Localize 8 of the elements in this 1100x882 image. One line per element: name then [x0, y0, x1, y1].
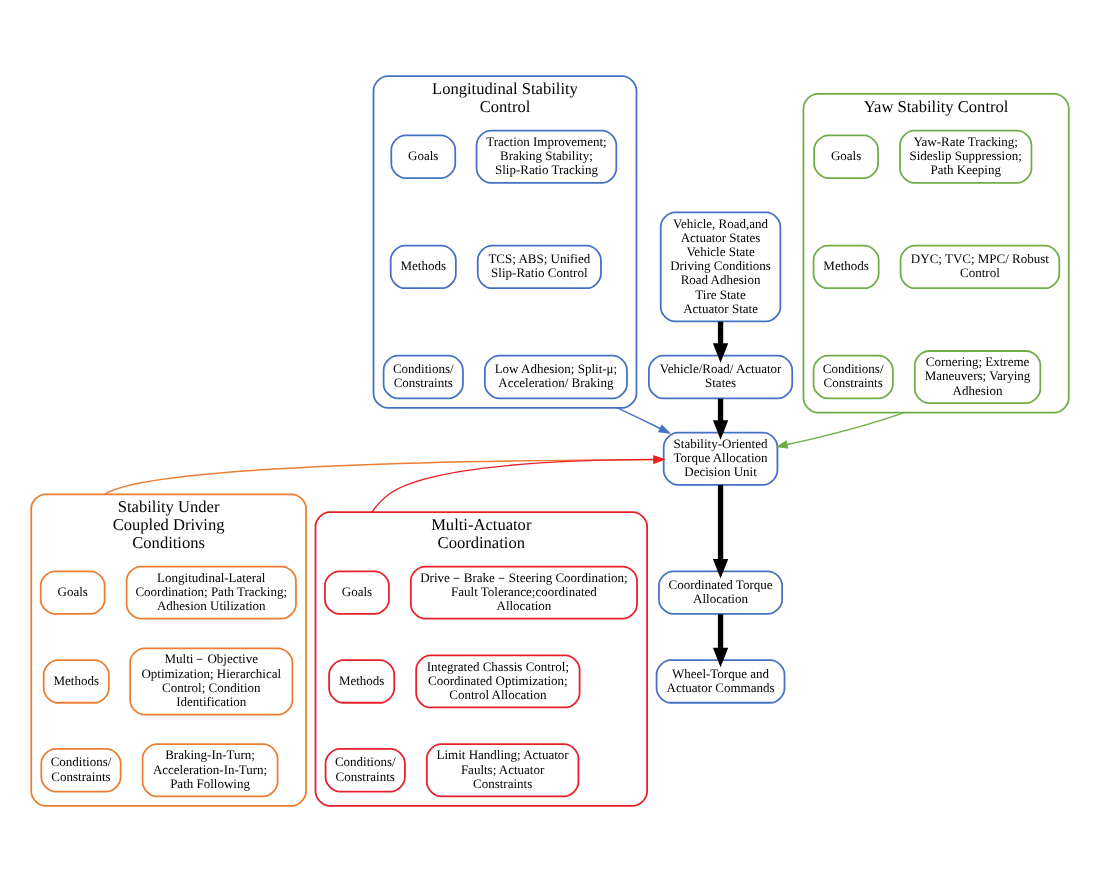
arrow [712, 321, 729, 363]
arrow [712, 485, 729, 579]
arrow [103, 455, 666, 495]
arrow [616, 407, 671, 434]
arrow [775, 411, 905, 449]
arrow [712, 614, 729, 668]
arrow [371, 455, 666, 513]
arrow [712, 398, 729, 440]
